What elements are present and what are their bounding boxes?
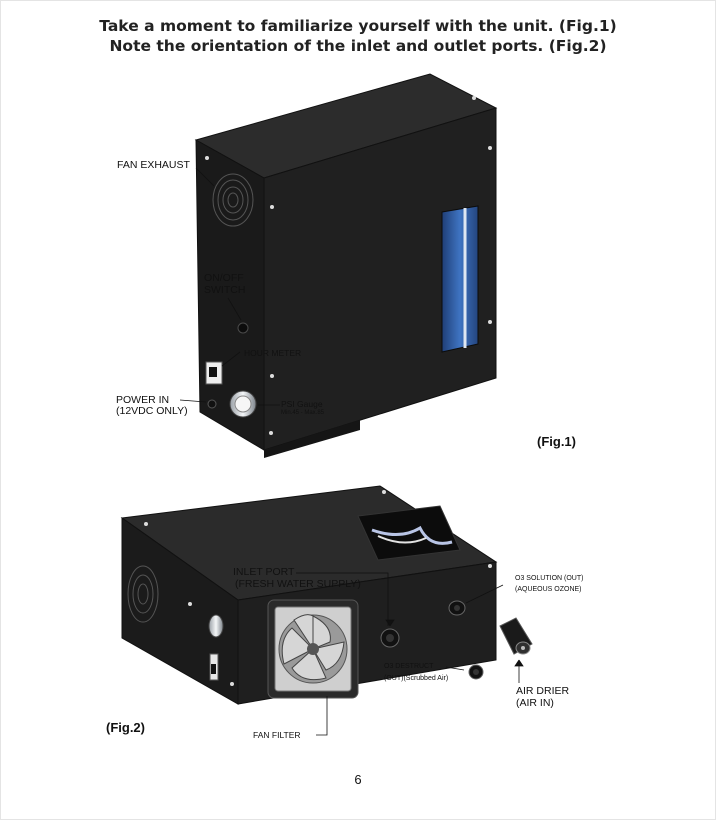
fig1-power-jack [207,399,217,409]
fig2-psi-gauge [208,614,224,638]
o3-solution-label-line1: O3 SOLUTION (OUT) [515,575,584,582]
heading-line-2: Note the orientation of the inlet and ou… [109,37,607,55]
inlet-port-label-line2: (FRESH WATER SUPPLY) [235,578,361,590]
fig1-hour-meter-display [209,367,217,377]
o3-destruct-label-line2: (OUT)(Scrubbed Air) [384,675,449,682]
inlet-port-label-line1: INLET PORT [233,566,295,578]
on-off-label-line1: ON/OFF [204,272,244,284]
o3-solution-label-line2: (AQUEOUS OZONE) [515,586,582,593]
fig1-leader-lines [179,167,280,406]
fig2-caption: (Fig.2) [106,720,145,735]
fig2-fan-filter [267,599,359,699]
fig2-air-drier [499,617,533,655]
fig1-side-face [263,107,497,451]
psi-gauge-label: PSI Gauge [281,399,323,409]
hour-meter-label: HOUR METER [244,348,302,358]
fig1-fan-grille [212,173,254,227]
fig1-base [264,420,360,458]
power-in-label-line1: POWER IN [116,394,170,406]
fan-exhaust-label: FAN EXHAUST [117,159,190,171]
heading-line-1: Take a moment to familiarize yourself wi… [99,17,617,35]
psi-gauge-range: Min.45 - Max.85 [281,410,325,416]
fig1-unit [194,73,498,458]
fig2-unit [120,485,533,705]
air-drier-label-line2: (AIR IN) [516,697,554,709]
fig1-level-window [441,205,479,353]
power-in-label-line2: (12VDC ONLY) [116,405,188,417]
fig2-leader-lines [296,572,524,736]
fig1-switch-knob [237,322,249,334]
page-heading: Take a moment to familiarize yourself wi… [0,16,716,56]
fan-filter-label: FAN FILTER [253,730,301,740]
air-drier-label-line1: AIR DRIER [516,685,570,697]
on-off-label-line2: SWITCH [204,284,246,296]
fig2-end-fan-grille [127,565,159,623]
o3-destruct-label-line1: O3 DESTRUCT [384,663,434,670]
page-number: 6 [354,772,362,787]
fig1-caption: (Fig.1) [537,434,576,449]
